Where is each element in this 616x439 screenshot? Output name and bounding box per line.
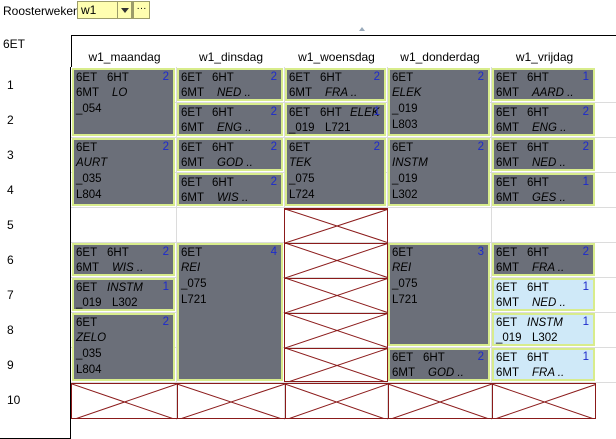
day-header-wednesday[interactable]: w1_woensdag <box>298 50 375 64</box>
lesson-tue-3[interactable]: 6ET 6HT 2 6MT GOD .. <box>177 138 283 171</box>
lesson-thu-1[interactable]: 6ET 2 ELEK _019 L803 <box>388 68 490 136</box>
period-9[interactable]: 9 <box>7 358 14 372</box>
lesson-fri-1[interactable]: 6ET 6HT 1 6MT AARD .. <box>492 68 595 101</box>
period-10[interactable]: 10 <box>7 393 21 407</box>
week-select-value: w1 <box>81 3 97 17</box>
period-headers: 1 2 3 4 5 6 7 8 9 10 <box>0 67 71 439</box>
roosterweken-label: Roosterweken <box>3 4 80 18</box>
day-headers: w1_maandag w1_dinsdag w1_woensdag w1_don… <box>71 35 616 67</box>
lesson-tue-1[interactable]: 6ET 6HT 2 6MT NED .. <box>177 68 283 101</box>
day-header-tuesday[interactable]: w1_dinsdag <box>198 50 264 64</box>
lesson-wed-1[interactable]: 6ET 6HT 2 6MT FRA .. <box>285 68 386 101</box>
blocked-wed <box>284 208 388 382</box>
lesson-thu-3[interactable]: 6ET 2 INSTM _019 L302 <box>388 138 490 206</box>
class-label: 6ET <box>3 37 26 51</box>
timetable-grid: 6ET 6HT 2 6MT LO _054 6ET 2 AURT _035 L8… <box>71 67 616 420</box>
lesson-tue-2[interactable]: 6ET 6HT 2 6MT ENG .. <box>177 103 283 136</box>
lesson-thu-6[interactable]: 6ET 3 REI _075 L721 <box>388 243 490 346</box>
lesson-fri-3[interactable]: 6ET 6HT 2 6MT NED .. <box>492 138 595 171</box>
toolbar: Roosterweken w1 ··· <box>0 0 616 22</box>
lesson-fri-2[interactable]: 6ET 6HT 2 6MT ENG .. <box>492 103 595 136</box>
lesson-thu-9[interactable]: 6ET 6HT 2 6MT GOD .. <box>388 348 490 381</box>
day-header-monday[interactable]: w1_maandag <box>88 50 161 64</box>
period-7[interactable]: 7 <box>7 288 14 302</box>
period-1[interactable]: 1 <box>7 78 14 92</box>
lesson-tue-6[interactable]: 6ET 4 REI _075 L721 <box>177 243 283 381</box>
lesson-fri-7[interactable]: 6ET 6HT 1 6MT NED .. <box>492 278 595 311</box>
period-4[interactable]: 4 <box>7 183 14 197</box>
lesson-fri-4[interactable]: 6ET 6HT 1 6MT GES .. <box>492 173 595 206</box>
period-8[interactable]: 8 <box>7 323 14 337</box>
chevron-down-icon[interactable] <box>117 1 132 19</box>
period-2[interactable]: 2 <box>7 113 14 127</box>
lesson-fri-9[interactable]: 6ET 6HT 1 6MT FRA .. <box>492 348 595 381</box>
day-header-thursday[interactable]: w1_donderdag <box>400 50 480 64</box>
lesson-mon-8[interactable]: 6ET 2 ZELO _035 L804 <box>72 313 175 381</box>
period-6[interactable]: 6 <box>7 253 14 267</box>
period-3[interactable]: 3 <box>7 148 14 162</box>
more-options-button[interactable]: ··· <box>133 1 150 19</box>
lesson-fri-8[interactable]: 6ET INSTM 1 _019 L302 <box>492 313 595 346</box>
blocked-period-10 <box>71 383 596 419</box>
lesson-wed-2[interactable]: 6ET 6HT ELEK 1 _019 L721 <box>285 103 386 136</box>
lesson-mon-3[interactable]: 6ET 2 AURT _035 L804 <box>72 138 175 206</box>
lesson-tue-4[interactable]: 6ET 6HT 2 6MT WIS .. <box>177 173 283 206</box>
caret-up-icon <box>359 27 365 31</box>
lesson-mon-1[interactable]: 6ET 6HT 2 6MT LO _054 <box>72 68 175 136</box>
period-5[interactable]: 5 <box>7 218 14 232</box>
lesson-fri-6[interactable]: 6ET 6HT 2 6MT FRA .. <box>492 243 595 276</box>
lesson-wed-3[interactable]: 6ET 2 TEK _075 L724 <box>285 138 386 206</box>
lesson-mon-7[interactable]: 6ET INSTM 1 _019 L302 <box>72 278 175 311</box>
day-header-friday[interactable]: w1_vrijdag <box>515 50 574 64</box>
lesson-mon-6[interactable]: 6ET 6HT 2 6MT WIS .. <box>72 243 175 276</box>
